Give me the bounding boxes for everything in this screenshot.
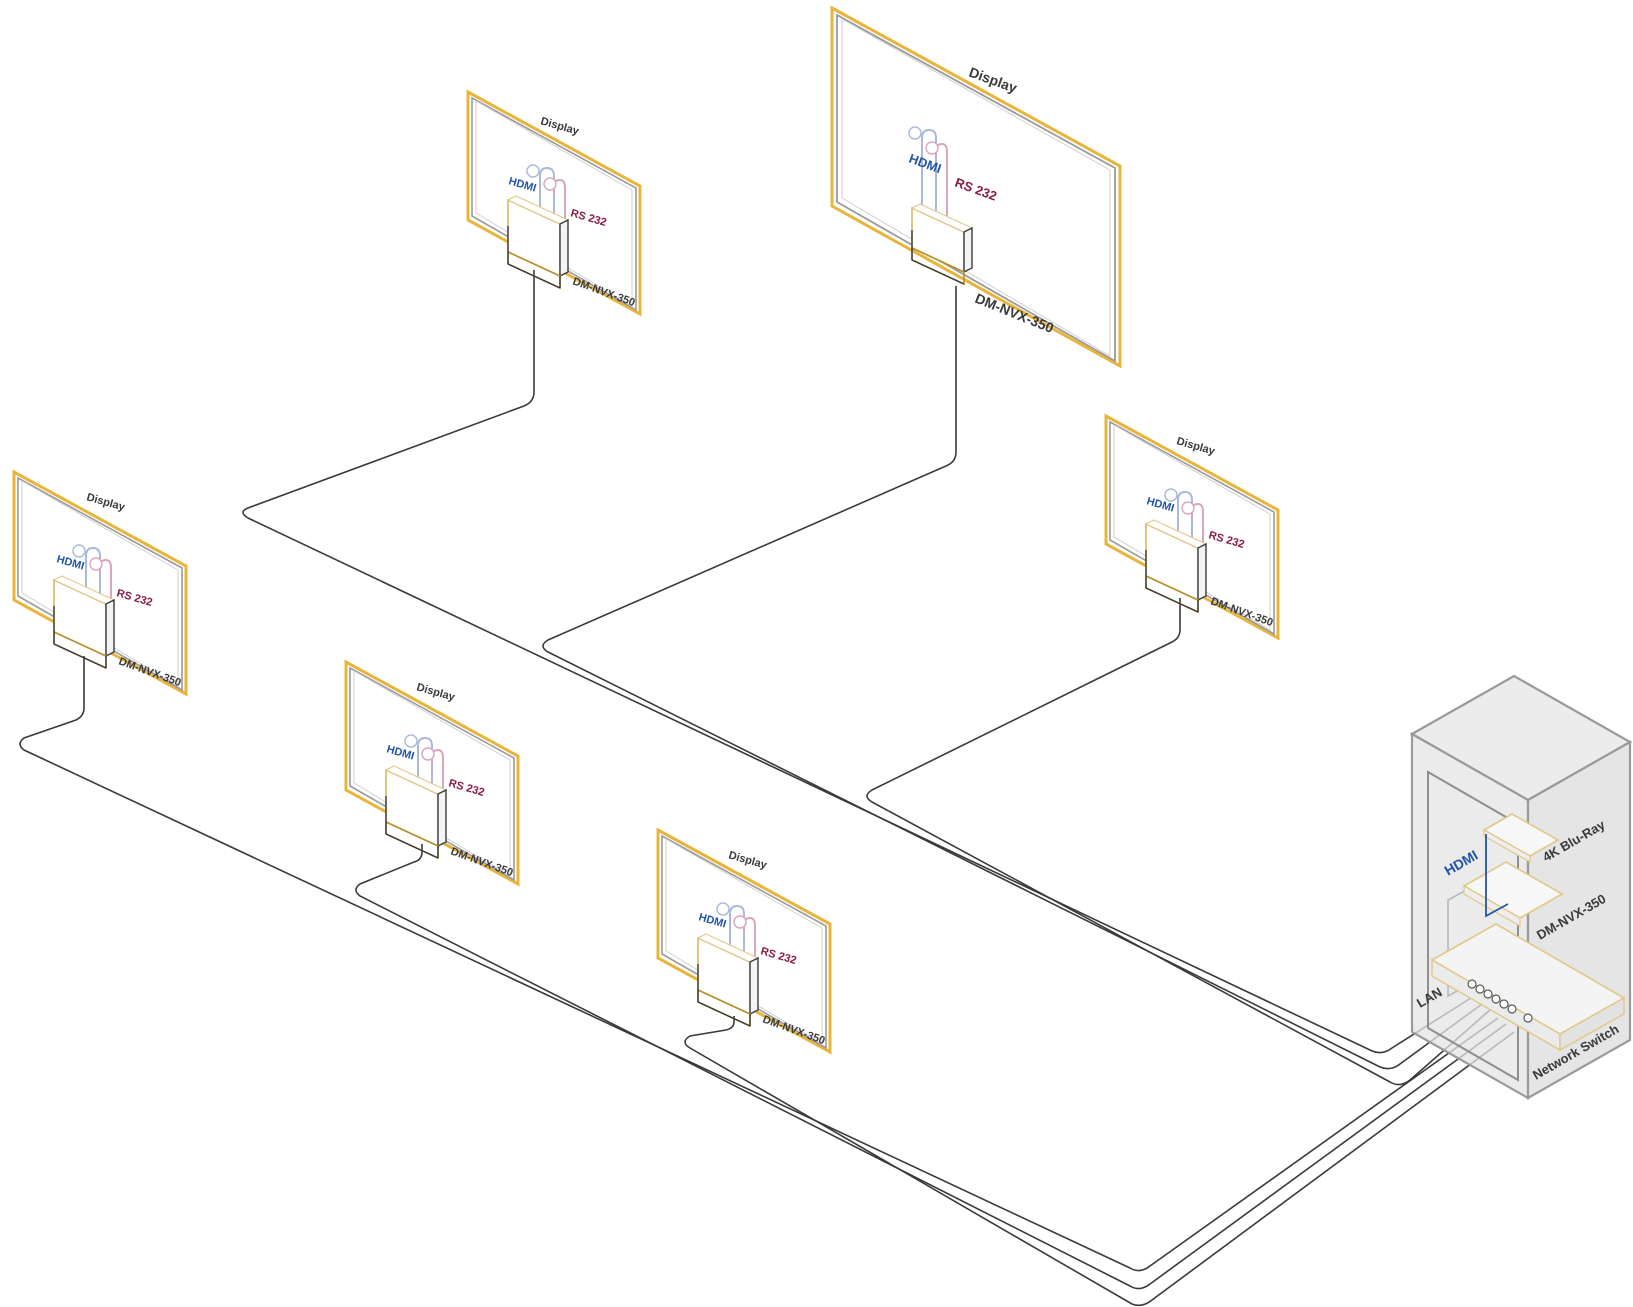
switch-port-icon (1475, 984, 1485, 994)
cable-display-1 (242, 270, 1475, 1054)
cable-display-6 (684, 1016, 1515, 1307)
switch-port-icon (1523, 1013, 1533, 1023)
switch-port-icon (1507, 1004, 1517, 1014)
rs232-label: RS 232 (953, 175, 999, 204)
equipment-rack: HDMI 4K Blu-Ray DM-NVX-350 LAN Network S… (1409, 674, 1633, 1100)
display-label: Display (1175, 435, 1217, 458)
rack-inner-frame (1427, 770, 1519, 1082)
hdmi-label: HDMI (507, 175, 537, 194)
dm-nvx-endpoint (910, 203, 974, 286)
endpoint-label: DM-NVX-350 (973, 290, 1056, 336)
lan-cables (19, 270, 1515, 1307)
rs232-label: RS 232 (1207, 529, 1246, 551)
rs232-connector-icon (925, 141, 939, 155)
switch-port-icon (1483, 989, 1493, 999)
display-unit-1: Display HDMI RS 232 DM-NVX-350 (466, 90, 642, 316)
cable-display-4 (19, 656, 1499, 1272)
hdmi-cable (921, 128, 937, 222)
display-label: Display (85, 491, 127, 514)
rs232-label: RS 232 (115, 587, 154, 609)
hdmi-label: HDMI (907, 151, 943, 176)
display-unit-3: Display HDMI RS 232 DM-NVX-350 (1104, 414, 1280, 640)
display-unit-6: Display HDMI RS 232 DM-NVX-350 (656, 828, 832, 1054)
display-frame (830, 5, 1122, 369)
display-unit-4: Display HDMI RS 232 DM-NVX-350 (12, 470, 188, 696)
rack-dm-nvx (1462, 861, 1564, 928)
cable-display-2 (542, 286, 1483, 1070)
switch-ports (1467, 979, 1533, 1023)
endpoint-label: DM-NVX-350 (571, 276, 637, 310)
display-unit-2: Display HDMI RS 232 DM-NVX-350 (830, 5, 1122, 369)
endpoint-label: DM-NVX-350 (449, 846, 515, 880)
rack-hdmi-cable (1485, 834, 1509, 918)
endpoint-label: DM-NVX-350 (117, 656, 183, 690)
display-unit-5: Display HDMI RS 232 DM-NVX-350 (344, 660, 520, 886)
switch-port-icon (1467, 979, 1477, 989)
hdmi-connector-icon (908, 126, 922, 140)
blu-ray-player (1482, 813, 1560, 864)
rs232-label: RS 232 (569, 207, 608, 229)
switch-port-icon (1499, 999, 1509, 1009)
rs232-label: RS 232 (447, 777, 486, 799)
network-switch (1430, 923, 1626, 1052)
endpoint-label: DM-NVX-350 (1209, 596, 1275, 630)
display-label: Display (727, 849, 769, 872)
rs232-label: RS 232 (759, 945, 798, 967)
display-bezel (836, 13, 1116, 363)
display-label: Display (415, 681, 457, 704)
endpoint-label: DM-NVX-350 (761, 1014, 827, 1048)
cable-display-5 (355, 844, 1507, 1290)
switch-port-icon (1491, 994, 1501, 1004)
cable-display-3 (866, 598, 1491, 1086)
